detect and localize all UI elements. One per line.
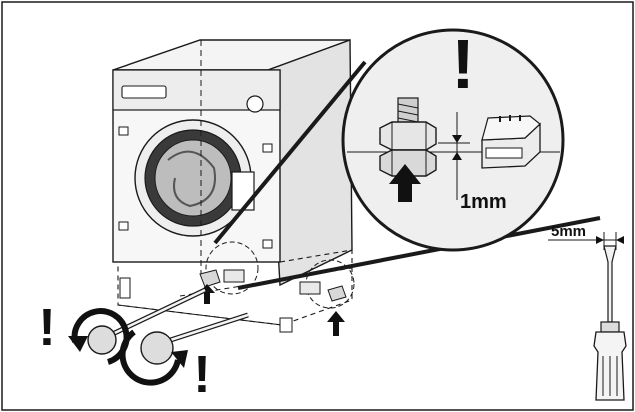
detergent-drawer [121, 85, 167, 99]
plinth-line [117, 304, 283, 326]
screwdriver-icon: 5mm [548, 223, 627, 401]
rotate-arrow-head [171, 350, 188, 368]
dim-arrow [452, 135, 462, 143]
bracket-teeth [499, 115, 521, 122]
detail-circle-left [205, 241, 259, 295]
foot-bracket [223, 269, 245, 283]
magnifier-connector [237, 216, 601, 290]
cabinet-clip [118, 221, 129, 231]
cabinet-clip [262, 143, 273, 153]
foot-nut [327, 285, 347, 302]
thread [397, 110, 419, 116]
rotate-arrow-head [68, 336, 88, 352]
dim-arrow [452, 152, 462, 160]
foot [119, 277, 131, 299]
magnifier-connector [213, 60, 367, 245]
foot-nut [199, 269, 221, 288]
up-arrow-icon [327, 311, 345, 336]
dim-arrow [596, 236, 604, 244]
warning-exclamation-icon: ! [451, 25, 474, 103]
wrench-handle [87, 325, 117, 355]
drum-swirl [167, 150, 216, 208]
warning-exclamation-icon: ! [193, 346, 210, 404]
lower-nut [379, 149, 437, 177]
screwdriver-ferrule [600, 321, 620, 333]
program-knob [246, 95, 264, 113]
cabinet-clip [118, 126, 129, 136]
wrench-right: ! [119, 312, 249, 404]
foot-bracket [299, 281, 321, 295]
up-arrow-icon [389, 164, 421, 202]
warning-exclamation-icon: ! [38, 299, 55, 357]
bracket-slot [485, 147, 523, 159]
door-glass [154, 139, 232, 217]
wrench-shaft [99, 288, 206, 342]
foot [279, 317, 293, 333]
cabinet-clip [262, 239, 273, 249]
upper-nut [379, 121, 437, 151]
door-handle [231, 171, 255, 211]
wrench-handle [140, 331, 174, 365]
bracket-top [481, 115, 541, 141]
right-foot-detail [299, 259, 355, 336]
thread [397, 103, 419, 109]
gap-label: 1mm [460, 191, 507, 213]
magnifier-detail: 1mm ! [213, 25, 601, 290]
blade-width-label: 5mm [551, 223, 586, 240]
dim-arrow [616, 236, 624, 244]
rotate-arrow-icon [119, 329, 181, 386]
